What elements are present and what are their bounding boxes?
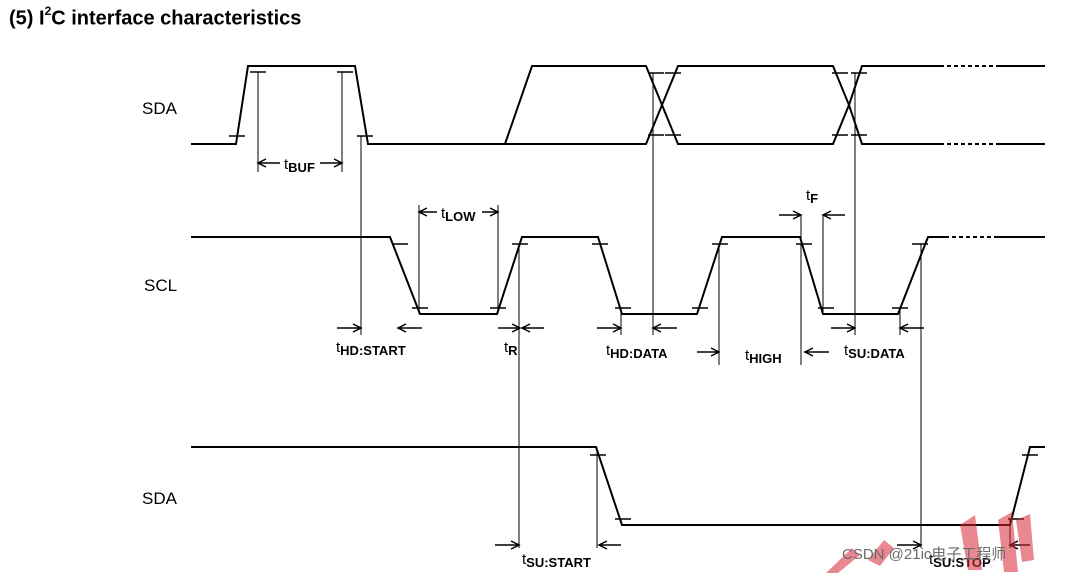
watermark-text: CSDN @21ic电子工程师: [842, 546, 1006, 563]
title-suffix: C interface characteristics: [51, 7, 302, 30]
timing-label-tbuf: tBUF: [284, 156, 315, 175]
timing-label-thd-start: tHD:START: [336, 339, 406, 358]
title-prefix: (5) I: [9, 7, 45, 30]
diagram-title: (5) I2C interface characteristics: [9, 4, 302, 31]
timing-label-tf: tF: [806, 187, 818, 206]
watermark-red-logo-marks: [826, 512, 1034, 573]
timing-label-thigh: tHIGH: [745, 347, 782, 366]
timing-label-tlow: tLOW: [441, 205, 476, 224]
signal-label-scl: SCL: [144, 276, 177, 295]
timing-label-thd-data: tHD:DATA: [606, 342, 668, 361]
timing-label-tr: tR: [504, 339, 518, 358]
timing-label-tsu-data: tSU:DATA: [844, 342, 905, 361]
threshold-ticks: [229, 71, 1038, 520]
signal-label-sda-bottom: SDA: [142, 489, 178, 508]
title-superscript: 2: [44, 4, 52, 18]
signal-label-sda-top: SDA: [142, 99, 178, 118]
scl-waveform: [191, 236, 1045, 315]
timing-reference-lines: [257, 72, 1011, 548]
sda-top-waveform: [191, 65, 1045, 145]
dimension-arrows: [256, 158, 1030, 550]
csdn-watermark: CSDN @21ic电子工程师: [826, 512, 1034, 573]
sda-bottom-waveform: [191, 446, 1045, 526]
timing-label-tsu-start: tSU:START: [522, 551, 591, 570]
